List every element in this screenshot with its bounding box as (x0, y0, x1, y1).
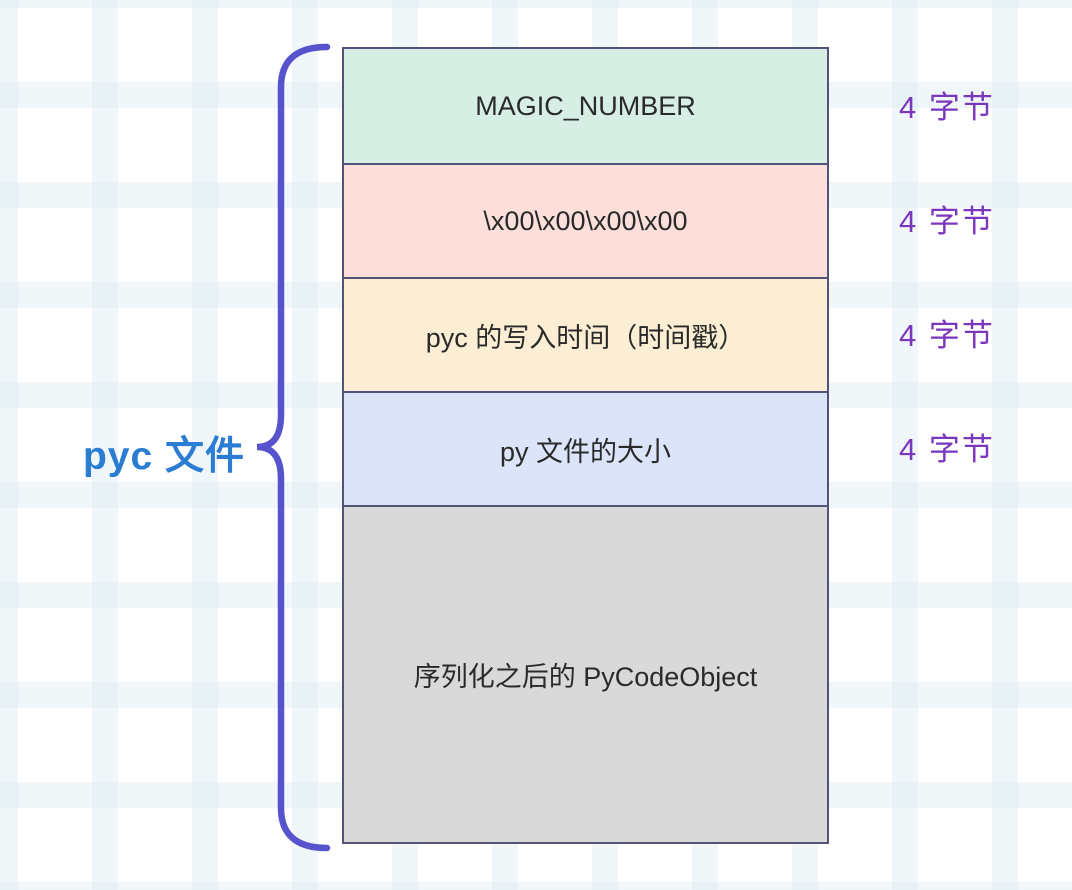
field-row-magic-number: MAGIC_NUMBER (344, 49, 827, 163)
pyc-structure-stack: MAGIC_NUMBER \x00\x00\x00\x00 pyc 的写入时间（时间… (342, 47, 829, 844)
byte-size-label: 4 字节 (899, 317, 995, 353)
field-label-magic-number: MAGIC_NUMBER (475, 90, 696, 121)
byte-size-label: 4 字节 (899, 89, 995, 125)
field-label-write-timestamp: pyc 的写入时间（时间戳） (425, 322, 746, 353)
field-label-serialized-codeobj: 序列化之后的 PyCodeObject (413, 662, 758, 692)
size-row-serialized-codeobj (880, 503, 1040, 844)
size-row-zero-bytes: 4 字节 (880, 161, 1040, 275)
field-row-zero-bytes: \x00\x00\x00\x00 (344, 163, 827, 277)
size-row-py-file-size: 4 字节 (880, 389, 1040, 503)
field-label-zero-bytes: \x00\x00\x00\x00 (483, 205, 688, 236)
size-row-write-timestamp: 4 字节 (880, 275, 1040, 389)
field-label-py-file-size: py 文件的大小 (499, 436, 672, 467)
byte-size-label: 4 字节 (899, 203, 995, 239)
pyc-file-label: pyc 文件 (82, 435, 245, 478)
field-row-serialized-codeobj: 序列化之后的 PyCodeObject (344, 505, 827, 842)
field-row-write-timestamp: pyc 的写入时间（时间戳） (344, 277, 827, 391)
byte-size-column: 4 字节 4 字节 4 字节 4 字节 (880, 47, 1040, 844)
field-row-py-file-size: py 文件的大小 (344, 391, 827, 505)
curly-brace (256, 43, 331, 852)
byte-size-label: 4 字节 (899, 431, 995, 467)
size-row-magic-number: 4 字节 (880, 47, 1040, 161)
